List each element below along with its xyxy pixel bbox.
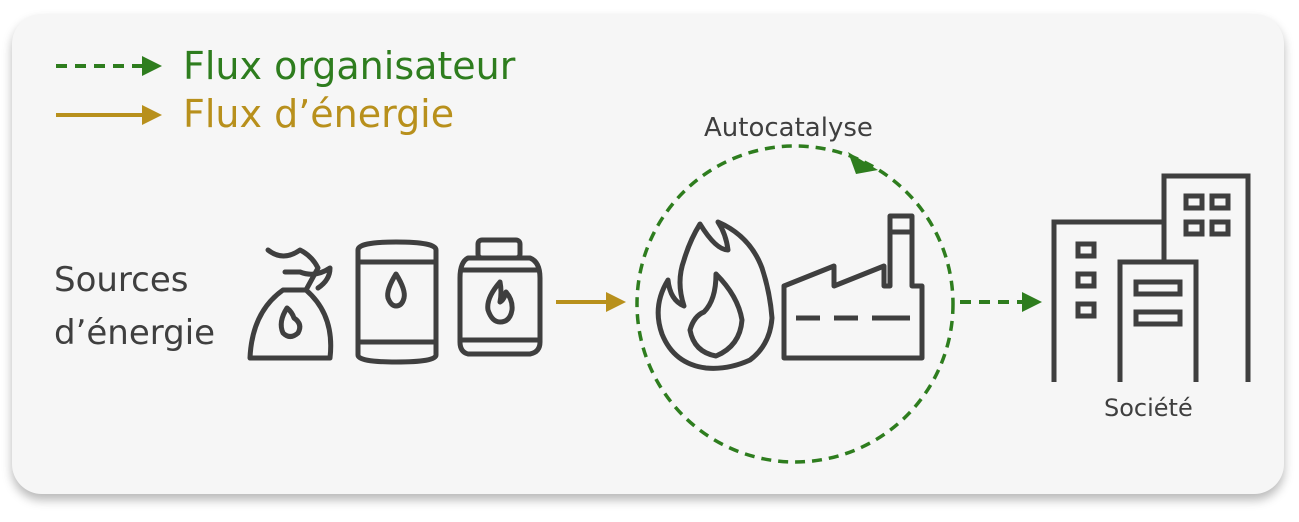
fuel-bag-icon — [247, 247, 334, 361]
legend: Flux organisateur Flux d’énergie — [56, 44, 516, 136]
gas-cylinder-icon — [457, 237, 543, 357]
autocatalysis-label: Autocatalyse — [704, 113, 873, 143]
sources-label-line2: d’énergie — [54, 313, 215, 353]
oil-barrel-icon — [355, 239, 439, 365]
legend-energy-label: Flux d’énergie — [183, 92, 454, 136]
factory-icon — [781, 213, 925, 361]
buildings-icon — [1051, 173, 1251, 382]
society-label: Société — [1104, 394, 1193, 422]
sources-label-line1: Sources — [54, 260, 189, 300]
legend-organizer-label: Flux organisateur — [183, 44, 516, 88]
fire-icon — [655, 219, 775, 371]
autocatalysis-arrowhead — [848, 152, 878, 174]
autocatalysis-loop — [635, 144, 955, 464]
diagram-card — [12, 14, 1284, 494]
